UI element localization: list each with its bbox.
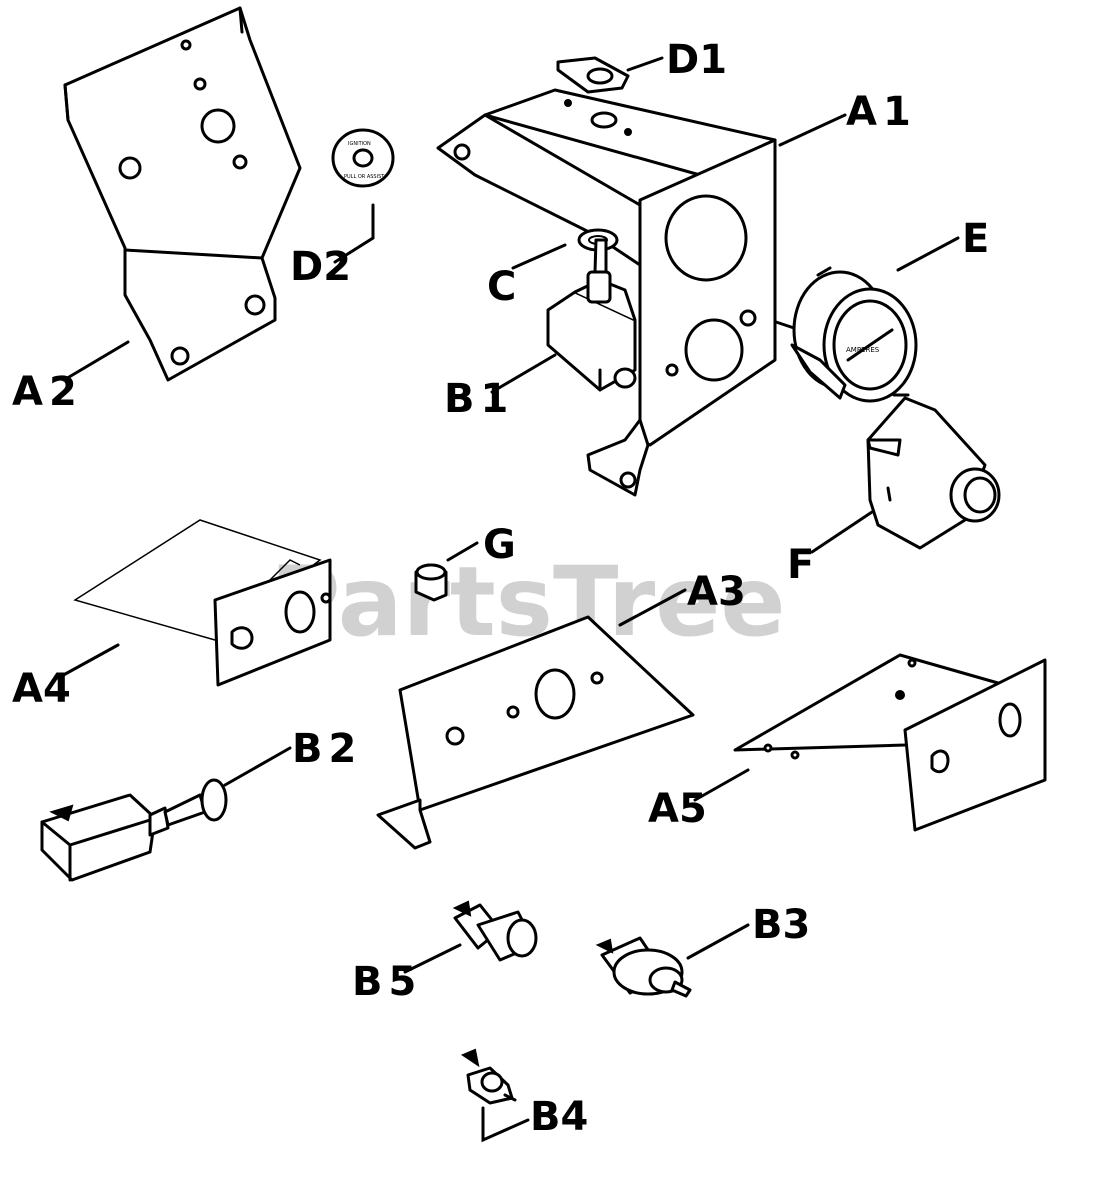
label-a2: A2 [12,369,83,415]
label-g: G [483,522,516,568]
part-a2-bracket [63,6,302,382]
part-b1-toggle-switch [546,238,637,392]
label-a3: A3 [687,569,746,615]
label-c: C [487,264,516,310]
gauge-face-text: AMPERES [846,346,880,354]
part-a5-bracket [733,653,1047,832]
part-d1-clip [556,56,630,94]
label-b2: B2 [292,726,362,772]
part-a1-main-bracket [436,88,777,497]
washer-text-bottom: PULL OR ASSIST [344,174,385,180]
part-b5-indicator-lamp [452,900,538,962]
label-d2: D2 [290,244,351,290]
part-g-spacer [414,563,448,602]
part-f-solenoid [866,393,1001,550]
label-b1: B1 [444,376,514,422]
part-a3-bracket [376,615,695,850]
label-a5: A5 [648,786,707,832]
label-b5: B5 [352,959,422,1005]
label-e: E [962,216,989,262]
part-e-ammeter-gauge: AMPERES [774,266,918,403]
label-b4: B4 [530,1094,588,1140]
washer-text-top: IGNITION [348,141,371,147]
label-a1: A1 [846,89,917,135]
leader-lines [56,56,960,1143]
part-b3-toggle-switch [595,936,692,998]
part-b2-pushpull-switch [40,778,228,882]
label-f: F [787,542,814,588]
label-a4: A4 [12,666,71,712]
part-b4-switch [460,1048,517,1105]
label-b3: B3 [752,902,810,948]
callout-labels: D1 A1 A2 D2 C E B1 F G A3 A4 B2 A5 B3 B5… [12,37,989,1140]
part-a4-bracket [73,519,332,687]
label-d1: D1 [666,37,727,83]
part-d2-ignition-washer: IGNITION PULL OR ASSIST [331,128,395,188]
